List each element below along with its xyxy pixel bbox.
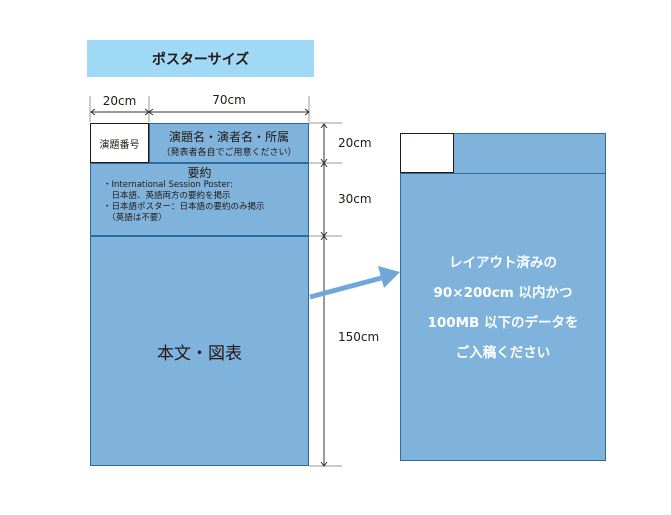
final-line: レイアウト済みの — [449, 255, 557, 271]
final-line: 90×200cm 以内かつ — [433, 285, 573, 301]
abstract-title: 要約 — [187, 166, 212, 180]
abstract-box: 要約 ・International Session Poster: 日本語、英語… — [90, 163, 309, 236]
height-abstract-label: 30cm — [338, 192, 372, 206]
abstract-line: ・日本語ポスター：日本語の要約のみ掲示 — [103, 202, 265, 212]
width-left-label: 20cm — [102, 94, 137, 108]
final-number-box — [400, 133, 454, 173]
poster-size-title: ポスターサイズ — [87, 40, 314, 77]
height-header-label: 20cm — [338, 136, 372, 150]
final-poster — [400, 133, 606, 461]
height-body-label: 150cm — [338, 330, 380, 344]
number-box: 演題番号 — [90, 123, 149, 163]
body-box: 本文・図表 — [90, 236, 309, 466]
abstract-line: 日本語、英語両方の要約を掲示 — [103, 191, 231, 201]
final-message: レイアウト済みの 90×200cm 以内かつ 100MB 以下のデータを ご入稿… — [400, 248, 606, 368]
arrow-icon — [309, 266, 400, 300]
header-title: 演題名・演者名・所属 — [168, 130, 289, 144]
abstract-line: （英語は不要） — [103, 213, 167, 223]
abstract-line: ・International Session Poster: — [103, 180, 233, 190]
final-line: 100MB 以下のデータを — [427, 315, 579, 331]
body-label: 本文・図表 — [157, 343, 242, 364]
width-right-label: 70cm — [212, 93, 246, 107]
final-divider — [400, 173, 606, 174]
header-note: （発表者各自でご用意ください） — [161, 148, 297, 158]
header-box: 演題名・演者名・所属 （発表者各自でご用意ください） — [149, 123, 309, 163]
final-line: ご入稿ください — [455, 345, 551, 361]
